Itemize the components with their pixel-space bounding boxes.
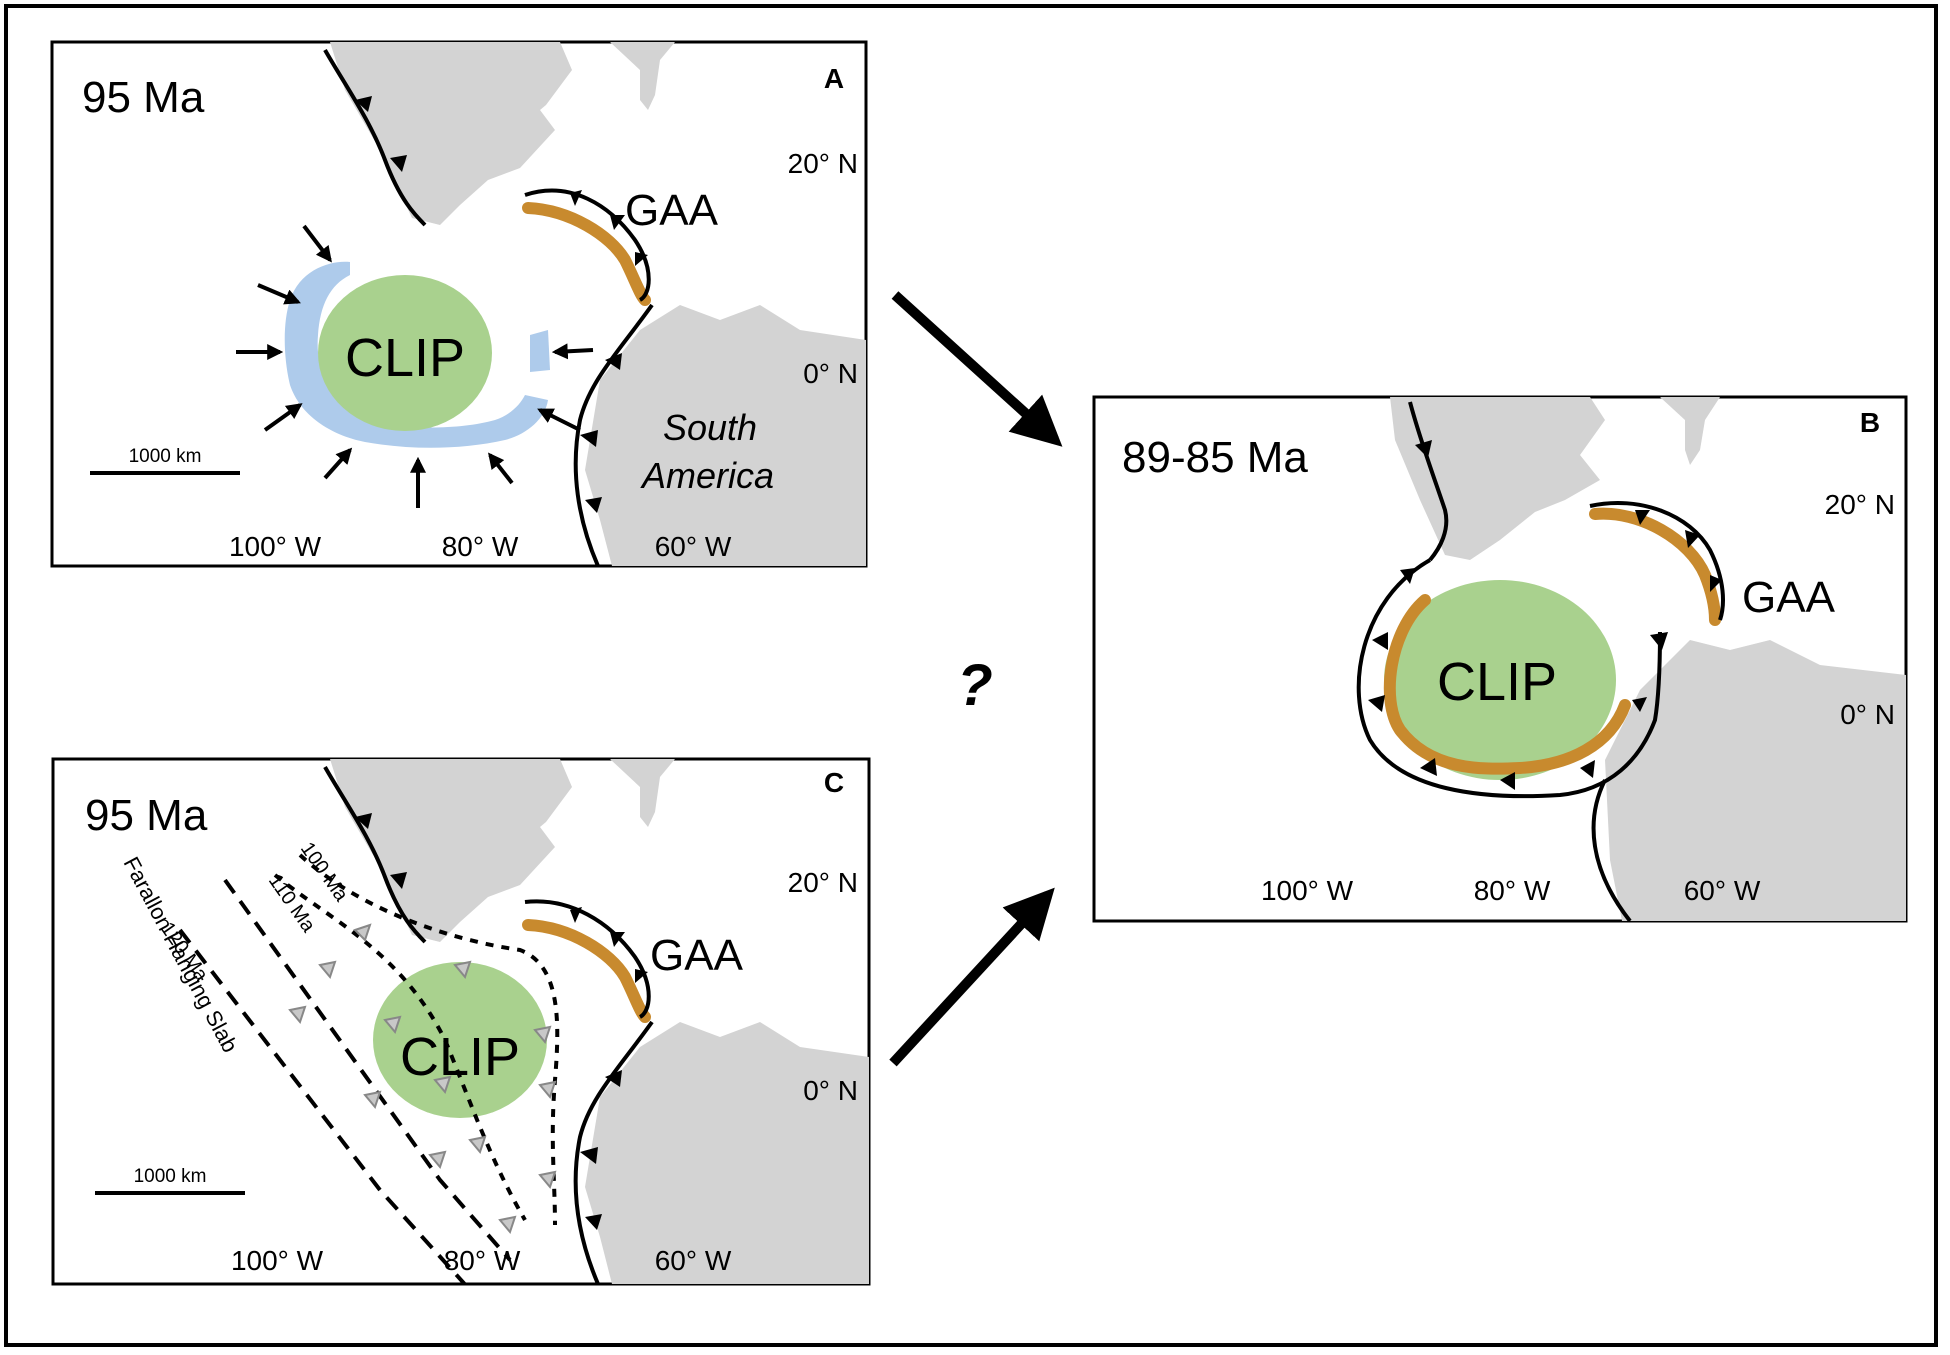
subduction-line-north	[1408, 401, 1449, 562]
subduction-teeth-c	[355, 813, 648, 1230]
panel-b-lat-0n: 0° N	[1840, 699, 1895, 730]
panel-c-gaa: GAA	[650, 931, 744, 980]
panel-a-letter: A	[824, 63, 844, 94]
clip-plateau	[373, 962, 547, 1118]
peninsula-land	[610, 42, 675, 110]
clip-arc	[1383, 594, 1631, 775]
gaa-arc	[1589, 507, 1721, 626]
panel-c: 1000 km 95 Ma C 20° N 0° N GAA CLIP 100°…	[51, 757, 871, 1286]
arrow-c-to-b	[889, 887, 1055, 1067]
clip-plateau	[1384, 580, 1616, 780]
scale-label-a: 1000 km	[129, 446, 202, 467]
panel-a-lon-80w: 80° W	[442, 531, 519, 562]
subduction-teeth-a	[355, 96, 648, 513]
panel-a-america: America	[640, 455, 774, 496]
peninsula-land	[1660, 397, 1720, 465]
south-america-land	[1605, 640, 1906, 921]
subduction-line-gaa	[1589, 501, 1725, 621]
compression-zone-right	[530, 330, 550, 372]
subduction-line-north	[323, 49, 427, 227]
north-america-land	[330, 42, 572, 225]
panel-b-clip: CLIP	[1437, 652, 1557, 712]
panel-b: 89-85 Ma B 20° N 0° N GAA CLIP 100° W 80…	[1092, 395, 1908, 923]
panel-a-lat-20n: 20° N	[788, 148, 858, 179]
panel-c-age: 95 Ma	[85, 791, 208, 840]
gaa-arc	[522, 202, 651, 306]
panel-a-clip: CLIP	[345, 328, 465, 388]
panel-b-letter: B	[1860, 407, 1880, 438]
compression-zone	[284, 261, 548, 448]
panel-b-lon-100w: 100° W	[1261, 875, 1354, 906]
panel-a-lon-60w: 60° W	[655, 531, 732, 562]
slab-lines	[223, 878, 512, 1262]
panel-c-lon-100w: 100° W	[231, 1245, 324, 1276]
panel-b-lon-80w: 80° W	[1474, 875, 1551, 906]
subduction-line-south	[1591, 779, 1632, 921]
subduction-line-south	[573, 1020, 654, 1284]
subduction-line-south	[573, 303, 654, 566]
figure-frame	[4, 4, 1938, 1347]
slab-line-100	[298, 853, 560, 1226]
north-america-land	[330, 759, 572, 942]
slab-line-130	[178, 928, 468, 1284]
north-america-land	[1390, 397, 1605, 560]
panel-c-clip: CLIP	[400, 1027, 520, 1087]
panel-a-lon-100w: 100° W	[229, 531, 322, 562]
subduction-teeth-b	[1368, 440, 1722, 790]
panel-b-lat-20n: 20° N	[1825, 489, 1895, 520]
panel-a-lat-0n: 0° N	[803, 358, 858, 389]
scale-label-c: 1000 km	[134, 1166, 207, 1187]
panel-b-age: 89-85 Ma	[1122, 433, 1308, 482]
south-america-land	[585, 1022, 869, 1284]
panel-a-south: South	[663, 407, 757, 448]
panel-c-lon-80w: 80° W	[444, 1245, 521, 1276]
clip-plateau	[318, 275, 492, 431]
panel-c-letter: C	[824, 767, 844, 798]
subduction-line-gaa	[524, 899, 651, 1019]
peninsula-land	[610, 759, 675, 827]
panel-c-lon-60w: 60° W	[655, 1245, 732, 1276]
gaa-arc	[522, 919, 651, 1023]
slab-line-110	[273, 873, 527, 1222]
panel-c-lat-20n: 20° N	[788, 867, 858, 898]
subduction-line-gaa	[524, 188, 651, 302]
slab-triangles	[288, 923, 557, 1235]
subduction-line-clip	[1356, 558, 1662, 799]
panel-b-gaa: GAA	[1742, 573, 1836, 622]
panel-a: 1000 km 95 Ma A 20° N 0° N GAA CLIP Sout…	[50, 40, 868, 568]
panel-a-age: 95 Ma	[82, 73, 205, 122]
panel-c-lat-0n: 0° N	[803, 1075, 858, 1106]
question-mark: ?	[957, 653, 992, 718]
compression-arrows	[236, 224, 594, 508]
subduction-line-north	[323, 766, 427, 944]
arrow-a-to-b	[891, 291, 1063, 447]
panel-b-lon-60w: 60° W	[1684, 875, 1761, 906]
south-america-land	[585, 305, 866, 566]
panel-a-gaa: GAA	[625, 186, 719, 235]
